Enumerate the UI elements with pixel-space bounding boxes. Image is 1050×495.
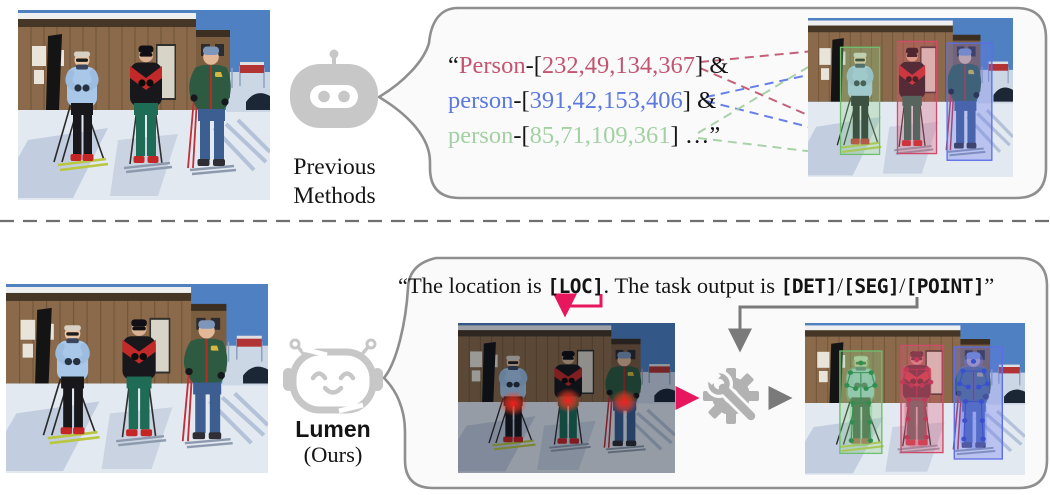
gear-wrench-icon [703,368,759,424]
robot-smile-icon [283,338,383,414]
lumen-output-sentence: “The location is [LOC]. The task output … [398,272,1048,301]
previous-methods-caption-line1: Previous [293,154,376,180]
object-label-1: Person [458,52,526,79]
bbox-coords-3: 85,71,109,361 [529,122,671,149]
bracket-close-3: ] [670,122,679,149]
separator-2: -[ [513,87,530,114]
object-label-2: person [448,87,514,114]
previous-methods-caption: Previous Methods [262,153,407,211]
previous-methods-caption-line2: Methods [293,183,376,209]
sentence-seg-2: . The task output is [603,273,781,298]
grounding-line-2: person-[391,42,153,406] & [448,83,728,118]
det-token: [DET] [780,275,838,298]
slash-2: / [899,273,906,298]
bbox-green [839,46,881,156]
line-tail-3: …” [678,122,721,149]
line-tail-1: & [703,52,729,79]
input-photo-bottom [6,284,268,473]
lumen-ours-caption: (Ours) [303,442,363,467]
close-quote: ” [984,273,995,298]
sentence-seg-0: “The location is [398,273,548,298]
task-to-processor-arrow [728,297,919,353]
multi-task-output-photo [805,323,1025,475]
loc-to-image-arrow [553,293,603,318]
grounding-result-photo [808,18,1013,177]
segmentation-mask-green [846,355,875,447]
input-photo-top [18,10,270,200]
grounding-line-1: “Person-[232,49,134,367] & [448,48,728,83]
loc-token: [LOC] [547,275,604,298]
object-label-3: person [448,122,514,149]
bracket-close-1: ] [695,52,704,79]
lumen-name: Lumen [295,416,371,442]
robot-head-icon [290,49,378,128]
bbox-blue-out [953,346,1003,460]
slash-1: / [836,273,844,298]
bracket-close-2: ] [682,87,691,114]
grounding-line-3: person-[85,71,109,361] …” [448,118,728,153]
separator-3: -[ [513,122,530,149]
bbox-green-out [839,350,883,455]
grounding-output-text: “Person-[232,49,134,367] & person-[391,4… [448,48,728,153]
separator-1: -[ [525,52,542,79]
open-quote: “ [448,52,459,79]
location-heatmap-photo [458,323,675,473]
seg-token: [SEG] [843,275,900,298]
point-token: [POINT] [905,275,985,298]
line-tail-2: & [690,87,717,114]
bbox-blue [946,42,993,161]
bbox-coords-1: 232,49,134,367 [541,52,696,79]
bbox-red [896,40,938,155]
bbox-coords-2: 391,42,153,406 [529,87,683,114]
